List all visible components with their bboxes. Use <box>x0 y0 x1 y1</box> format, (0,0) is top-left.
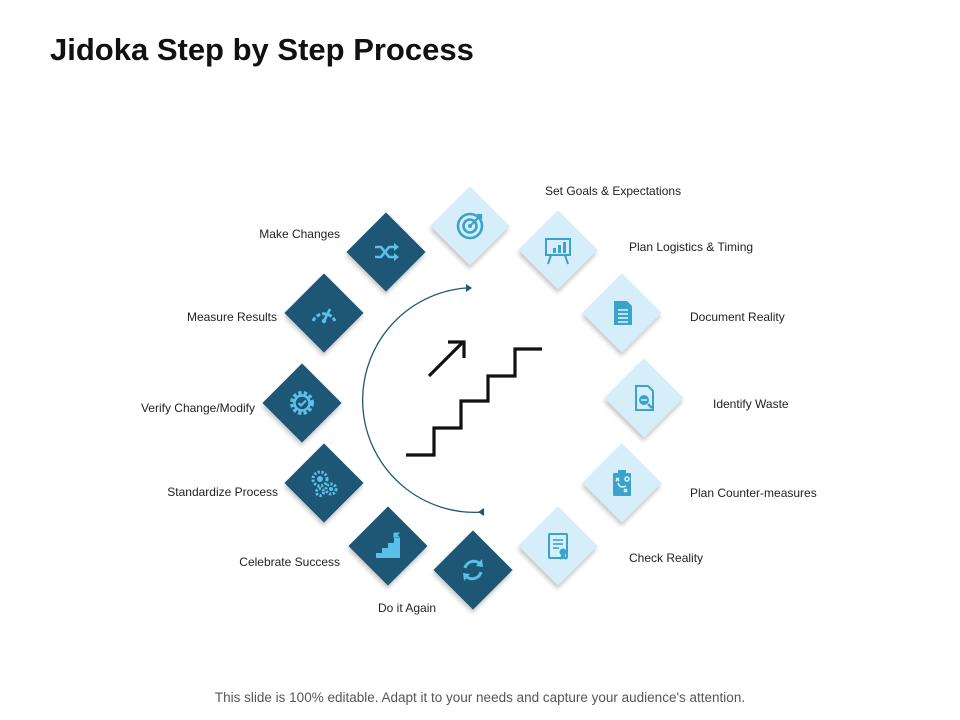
step-label-document-reality: Document Reality <box>690 310 785 324</box>
strategy-clipboard-icon <box>613 470 631 496</box>
step-tile-measure-results <box>284 273 364 353</box>
stairs-arrow-icon <box>406 340 542 457</box>
stairs-icon <box>376 532 401 558</box>
step-label-measure-results: Measure Results <box>186 310 277 324</box>
step-tile-verify-change <box>262 363 342 443</box>
step-tile-check-reality <box>518 506 598 586</box>
target-icon <box>456 212 484 240</box>
step-tile-plan-counter-measures <box>582 443 662 523</box>
step-tile-standardize-process <box>284 443 364 523</box>
gear-icon <box>290 391 314 415</box>
step-label-celebrate-success: Celebrate Success <box>239 555 340 569</box>
step-label-verify-change: Verify Change/Modify <box>140 401 255 415</box>
shuffle-icon <box>375 243 399 261</box>
document-icon <box>614 301 632 325</box>
step-label-make-changes: Make Changes <box>259 227 340 241</box>
step-tile-plan-logistics <box>518 210 598 290</box>
page-title: Jidoka Step by Step Process <box>50 32 474 67</box>
step-tile-document-reality <box>582 273 662 353</box>
step-label-identify-waste: Identify Waste <box>713 397 789 411</box>
step-label-check-reality: Check Reality <box>629 551 704 565</box>
step-label-set-goals: Set Goals & Expectations <box>545 184 682 198</box>
gears-icon <box>311 470 338 497</box>
presentation-chart-icon <box>545 238 571 265</box>
step-tile-celebrate-success <box>348 506 428 586</box>
step-tile-do-it-again <box>433 530 513 610</box>
step-tile-set-goals <box>430 186 510 266</box>
step-label-plan-counter-measures: Plan Counter-measures <box>690 486 817 500</box>
step-label-plan-logistics: Plan Logistics & Timing <box>629 240 754 254</box>
cycle-circle <box>361 284 485 516</box>
gauge-icon <box>311 308 337 324</box>
step-label-standardize-process: Standardize Process <box>167 485 278 499</box>
step-label-do-it-again: Do it Again <box>378 601 437 615</box>
step-tile-identify-waste <box>604 358 684 438</box>
footer-note: This slide is 100% editable. Adapt it to… <box>214 690 746 705</box>
step-tile-make-changes <box>346 212 426 292</box>
document-search-icon <box>635 385 654 411</box>
certificate-icon <box>548 533 568 560</box>
refresh-icon <box>463 559 483 581</box>
